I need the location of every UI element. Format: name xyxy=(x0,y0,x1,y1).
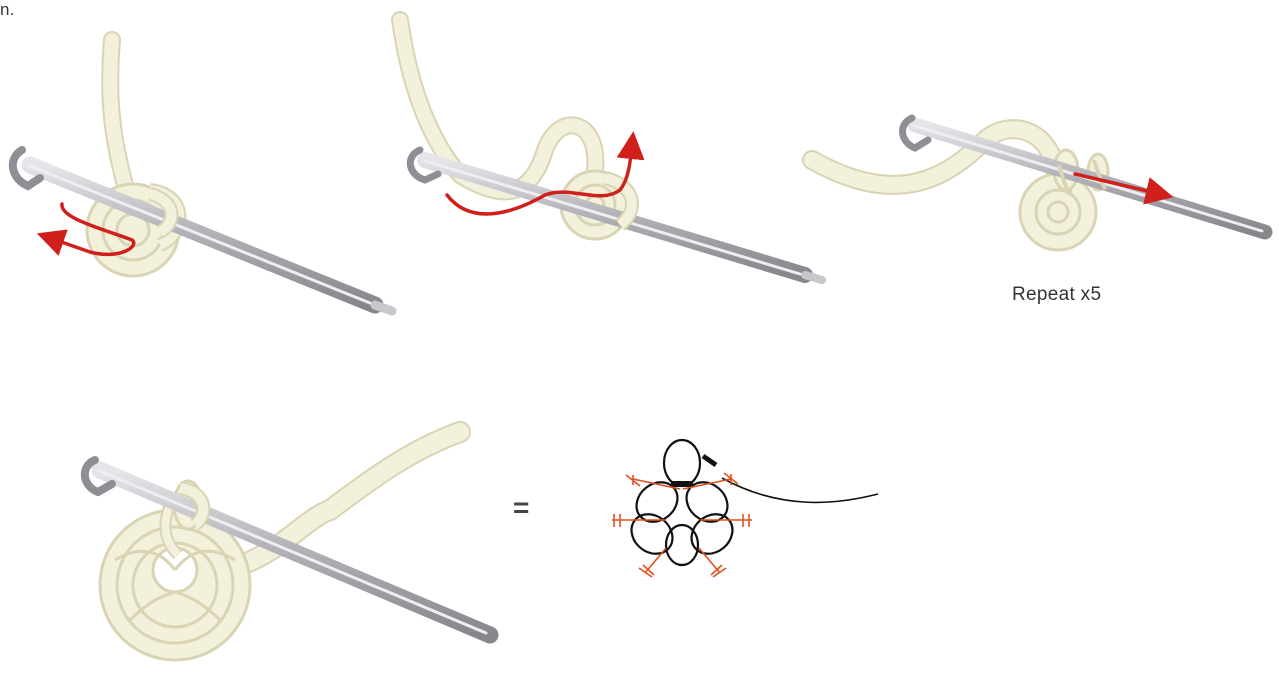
direction-arrow-icon xyxy=(1073,172,1174,205)
step-1 xyxy=(9,31,397,316)
step-3 xyxy=(802,114,1273,252)
crochet-hook-icon xyxy=(9,146,397,316)
corner-text: n. xyxy=(0,0,15,19)
direction-arrow-icon xyxy=(36,202,136,257)
magic-ring-chart-symbol-icon xyxy=(612,438,879,578)
repeat-caption: Repeat x5 xyxy=(1012,284,1102,305)
crochet-hook-icon xyxy=(80,456,499,644)
step-4 xyxy=(80,421,499,662)
equals-sign: = xyxy=(513,492,530,523)
crochet-hook-icon xyxy=(407,146,826,284)
step-2 xyxy=(391,11,826,284)
direction-arrow-icon xyxy=(445,131,645,216)
